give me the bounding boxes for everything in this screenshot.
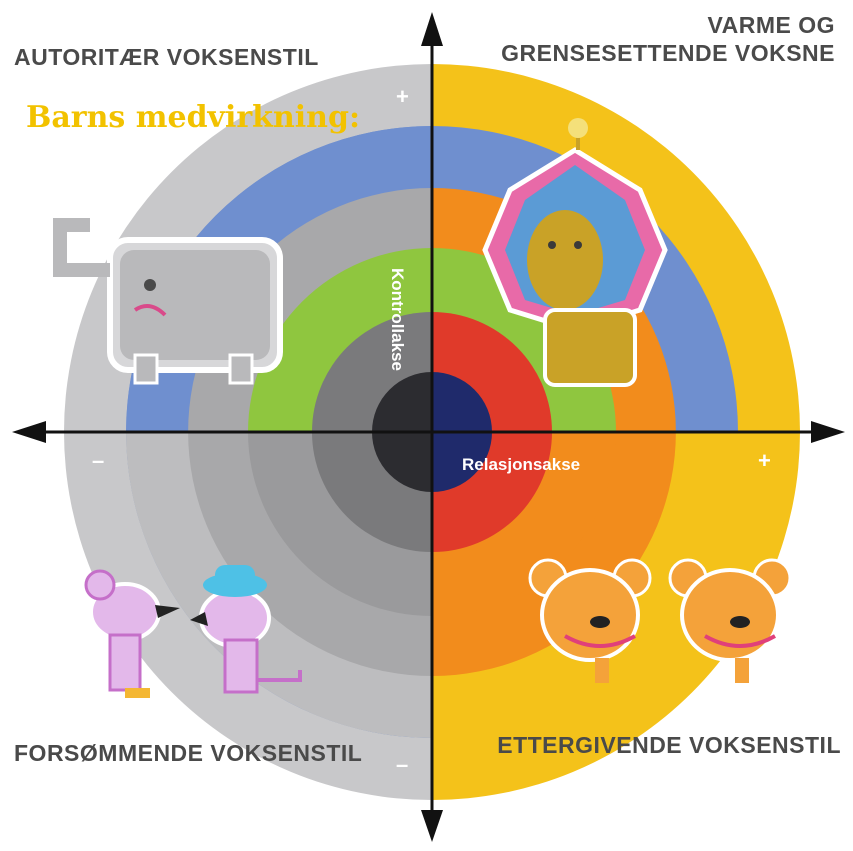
quadrant-label-top-right-line1: VARME OG xyxy=(707,12,835,38)
horizontal-axis xyxy=(12,421,845,443)
arrow-right-icon xyxy=(811,421,845,443)
bear-figure-2 xyxy=(668,558,792,683)
sign-top: + xyxy=(396,84,409,109)
quadrant-label-top-left: AUTORITÆR VOKSENSTIL xyxy=(14,44,319,70)
vertical-axis-label: Kontrollakse xyxy=(388,268,407,371)
lion-figure xyxy=(482,118,668,387)
arrow-up-icon xyxy=(421,12,443,46)
quadrant-label-bottom-left: FORSØMMENDE VOKSENSTIL xyxy=(14,740,363,766)
page-title: Barns medvirkning: xyxy=(26,100,361,135)
elephant-figure xyxy=(53,218,283,385)
sign-bottom: – xyxy=(396,752,409,777)
sign-right: + xyxy=(758,448,771,473)
arrow-down-icon xyxy=(421,810,443,842)
arrow-left-icon xyxy=(12,421,46,443)
horizontal-axis-label: Relasjonsakse xyxy=(462,455,580,474)
bear-figure-1 xyxy=(528,558,652,683)
quadrant-label-bottom-right: ETTERGIVENDE VOKSENSTIL xyxy=(497,732,841,758)
vertical-axis xyxy=(421,12,443,842)
sign-left: – xyxy=(92,448,105,473)
mouse-figure xyxy=(84,569,180,698)
quadrant-label-top-right-line2: GRENSESETTENDE VOKSNE xyxy=(501,40,835,66)
mouse-with-hat-figure xyxy=(190,565,302,694)
